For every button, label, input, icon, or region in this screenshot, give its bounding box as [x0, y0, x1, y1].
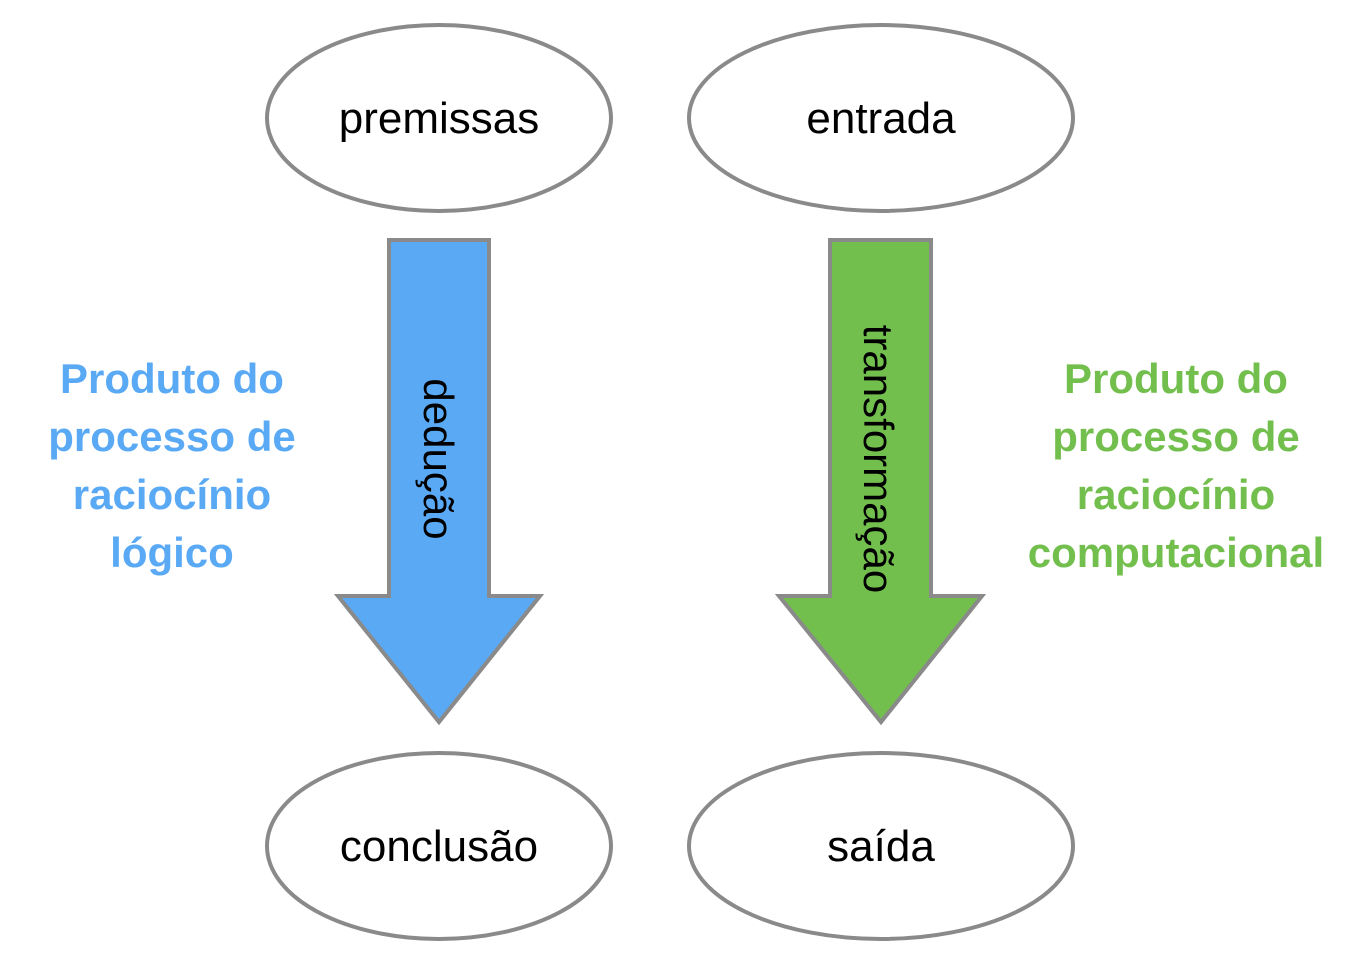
computational-reasoning-label-line: processo de — [1052, 413, 1300, 460]
entrada-node-label: entrada — [806, 94, 956, 143]
conclusao-node-label: conclusão — [340, 822, 538, 871]
computational-reasoning-label-line: raciocínio — [1076, 471, 1276, 518]
logical-reasoning-label-line: lógico — [110, 529, 234, 576]
premissas-node — [265, 23, 613, 213]
transformacao-arrow — [774, 238, 987, 726]
premissas-node-label: premissas — [339, 94, 540, 143]
logical-reasoning-label-line: processo de — [48, 413, 296, 460]
computational-reasoning-label-line: Produto do — [1064, 355, 1288, 402]
entrada-node — [687, 23, 1075, 213]
logical-reasoning-label-line: raciocínio — [72, 471, 272, 518]
deducao-arrow — [333, 238, 545, 726]
logical-reasoning-label-line: Produto do — [60, 355, 284, 402]
saida-node-label: saída — [827, 822, 935, 871]
saida-node — [687, 751, 1075, 941]
computational-reasoning-label-line: computacional — [1027, 529, 1325, 576]
deducao-arrow-label: dedução — [415, 378, 462, 539]
transformacao-arrow-label: transformação — [855, 325, 902, 593]
computational-reasoning-label: Produto do processo de raciocínio comput… — [996, 350, 1356, 582]
conclusao-node — [265, 751, 613, 941]
logical-reasoning-label: Produto do processo de raciocínio lógico — [0, 350, 352, 582]
